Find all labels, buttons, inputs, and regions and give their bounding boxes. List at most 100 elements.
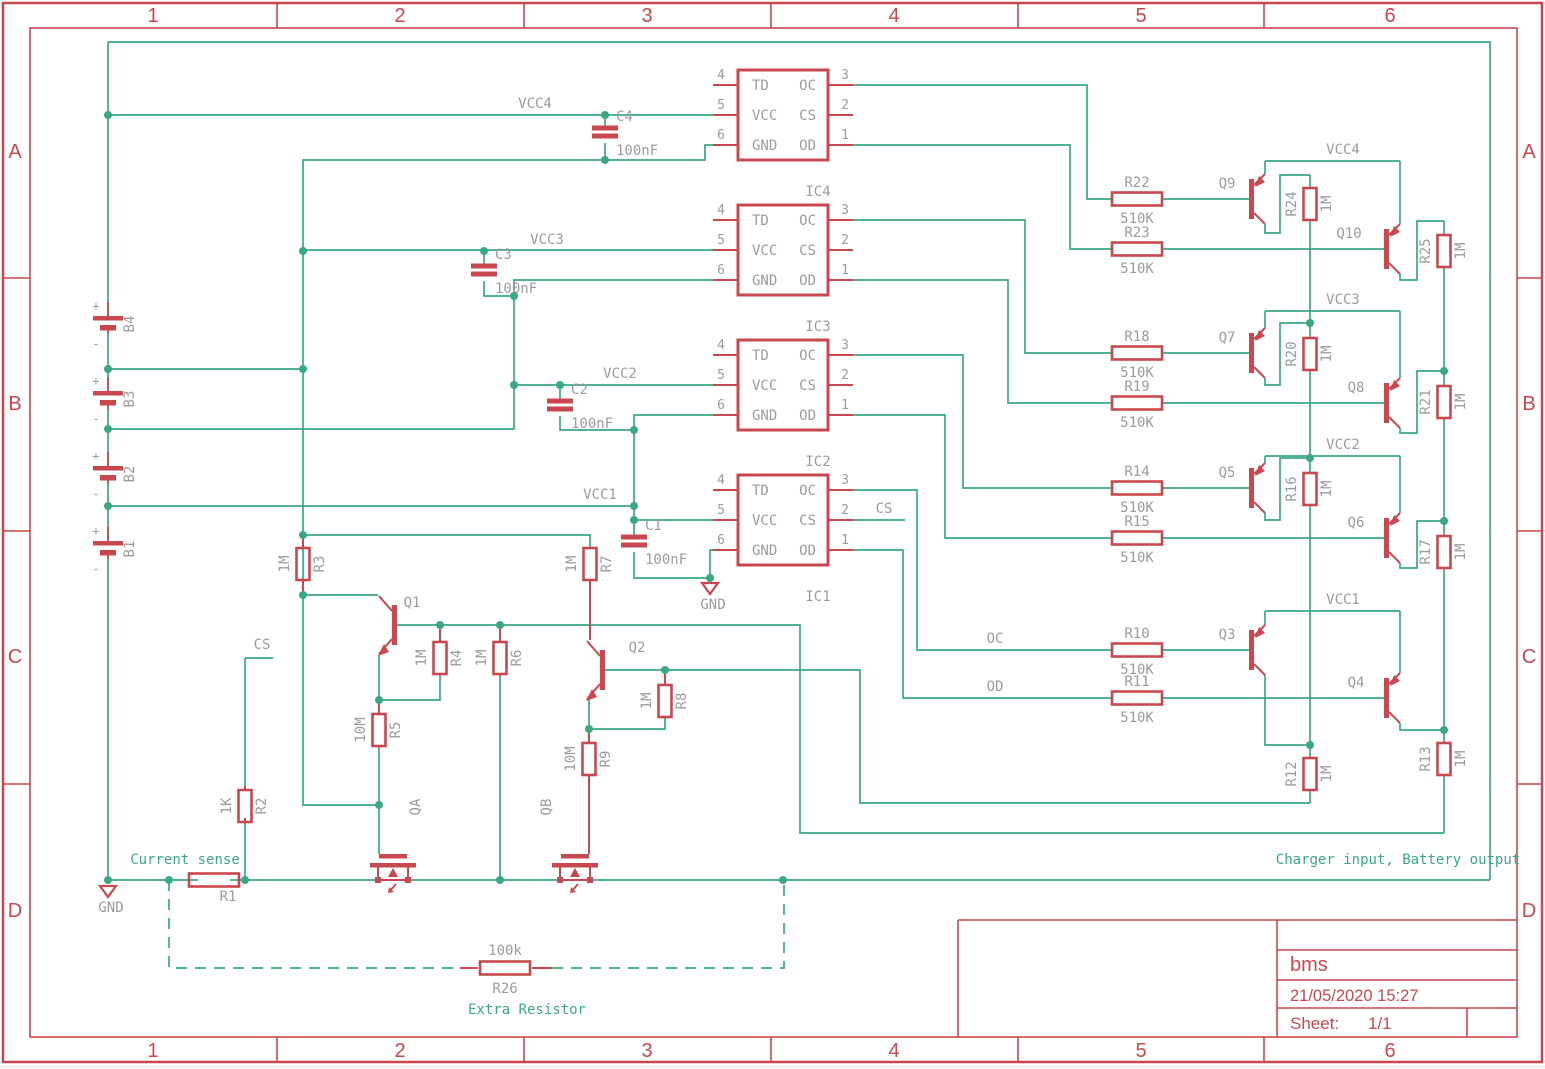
resistor-value: 510K [1120, 500, 1154, 516]
junction-dot [375, 696, 383, 704]
pin-number: 3 [841, 338, 849, 353]
resistor-R12 [1302, 756, 1318, 792]
junction-dot [1440, 517, 1448, 525]
ic-IC3-box [736, 203, 830, 297]
frame-column-label: 5 [1135, 1040, 1146, 1062]
net-wire [853, 144, 1112, 250]
pin-number: 2 [841, 233, 849, 248]
emitter-arrow [1255, 330, 1265, 341]
transistor-name: Q6 [1348, 515, 1365, 531]
transistor-name: QB [539, 799, 555, 816]
pin-number: 3 [841, 68, 849, 83]
capacitor-value: 100nF [571, 416, 613, 432]
resistor-name: R19 [1124, 379, 1149, 395]
resistor-value: 1M [1453, 243, 1469, 260]
net-wire [397, 624, 1444, 834]
transistor-Q4 [1384, 678, 1389, 718]
net-wire [589, 717, 666, 730]
pin-label: VCC [752, 378, 777, 394]
resistor-R14 [1110, 480, 1164, 496]
resistor-value: 1M [474, 650, 490, 667]
ic-name: IC3 [805, 319, 830, 335]
resistor-R16 [1302, 471, 1318, 507]
mosfet-gate-plate [561, 854, 589, 859]
pin-number: 1 [841, 398, 849, 413]
junction-dot [510, 381, 518, 389]
battery-minus-sign: - [92, 412, 99, 426]
pin-wire [1253, 501, 1266, 514]
frame-column-label: 1 [147, 1040, 158, 1062]
project-name: bms [1290, 954, 1328, 976]
pin-number: 4 [717, 338, 725, 353]
pin-label: CS [799, 378, 816, 394]
net-label-vcc2: VCC2 [1326, 437, 1360, 453]
transistor-name: Q7 [1219, 330, 1236, 346]
pin-label: TD [752, 348, 769, 364]
transistor-name: Q9 [1219, 176, 1236, 192]
resistor-name: R25 [1418, 238, 1434, 263]
resistor-name: R14 [1124, 464, 1149, 480]
body-arrow [570, 868, 580, 877]
resistor-R6 [492, 640, 508, 676]
emitter-arrow [1255, 627, 1265, 638]
junction-dot [436, 621, 444, 629]
frame-row-label: C [1522, 646, 1536, 668]
pin-number: 5 [717, 233, 725, 248]
resistor-value: 100k [488, 943, 522, 959]
frame-column-label: 1 [147, 5, 158, 27]
resistor-R13 [1436, 741, 1452, 777]
battery-plate-long [93, 391, 123, 396]
pin-number: 6 [717, 533, 725, 548]
components [93, 68, 1452, 976]
resistor-name: R18 [1124, 329, 1149, 345]
resistor-name: R7 [599, 556, 615, 573]
battery-plus-sign: + [92, 374, 99, 388]
frame-row-label: B [8, 393, 21, 415]
battery-plate-short [100, 325, 116, 331]
net-wire [303, 534, 591, 548]
transistor-name: Q8 [1348, 380, 1365, 396]
battery-plate-long [93, 466, 123, 471]
transistor-Q8 [1384, 383, 1389, 423]
resistor-R18 [1110, 345, 1164, 361]
pin-wire [1253, 212, 1266, 225]
pin-pad [557, 877, 563, 883]
net-wire [1264, 675, 1310, 746]
transistor-Q2 [600, 650, 605, 690]
pin-label: TD [752, 78, 769, 94]
resistor-R25 [1436, 233, 1452, 269]
junction-dot [630, 502, 638, 510]
resistor-name: R3 [312, 556, 328, 573]
junction-dot [104, 502, 112, 510]
junction-dot [1306, 454, 1314, 462]
emitter-arrow [1255, 465, 1265, 476]
net-wire [633, 414, 713, 535]
transistor-name: Q5 [1219, 465, 1236, 481]
pin-number: 2 [841, 503, 849, 518]
net-wire [853, 84, 1112, 200]
battery-minus-sign: - [92, 562, 99, 576]
pin-number: 1 [841, 128, 849, 143]
pin-wire [1388, 262, 1401, 275]
junction-dot [104, 111, 112, 119]
frame-column-label: 4 [888, 1040, 899, 1062]
sheet-label: Sheet: [1290, 1014, 1339, 1033]
resistor-R19 [1110, 395, 1164, 411]
resistor-R1 [187, 872, 241, 888]
pin-pad [405, 877, 411, 883]
net-wire [853, 354, 1112, 489]
junction-dot [601, 111, 609, 119]
resistor-value: 510K [1120, 211, 1154, 227]
pin-wire [1388, 551, 1401, 564]
resistor-name: R8 [674, 693, 690, 710]
transistor-name: QA [408, 798, 424, 815]
resistor-value: 1M [414, 650, 430, 667]
junction-dot [779, 876, 787, 884]
junction-dot [1440, 726, 1448, 734]
pin-label: CS [799, 513, 816, 529]
frame-column-label: 6 [1384, 5, 1395, 27]
frame-row-label: A [8, 141, 22, 163]
